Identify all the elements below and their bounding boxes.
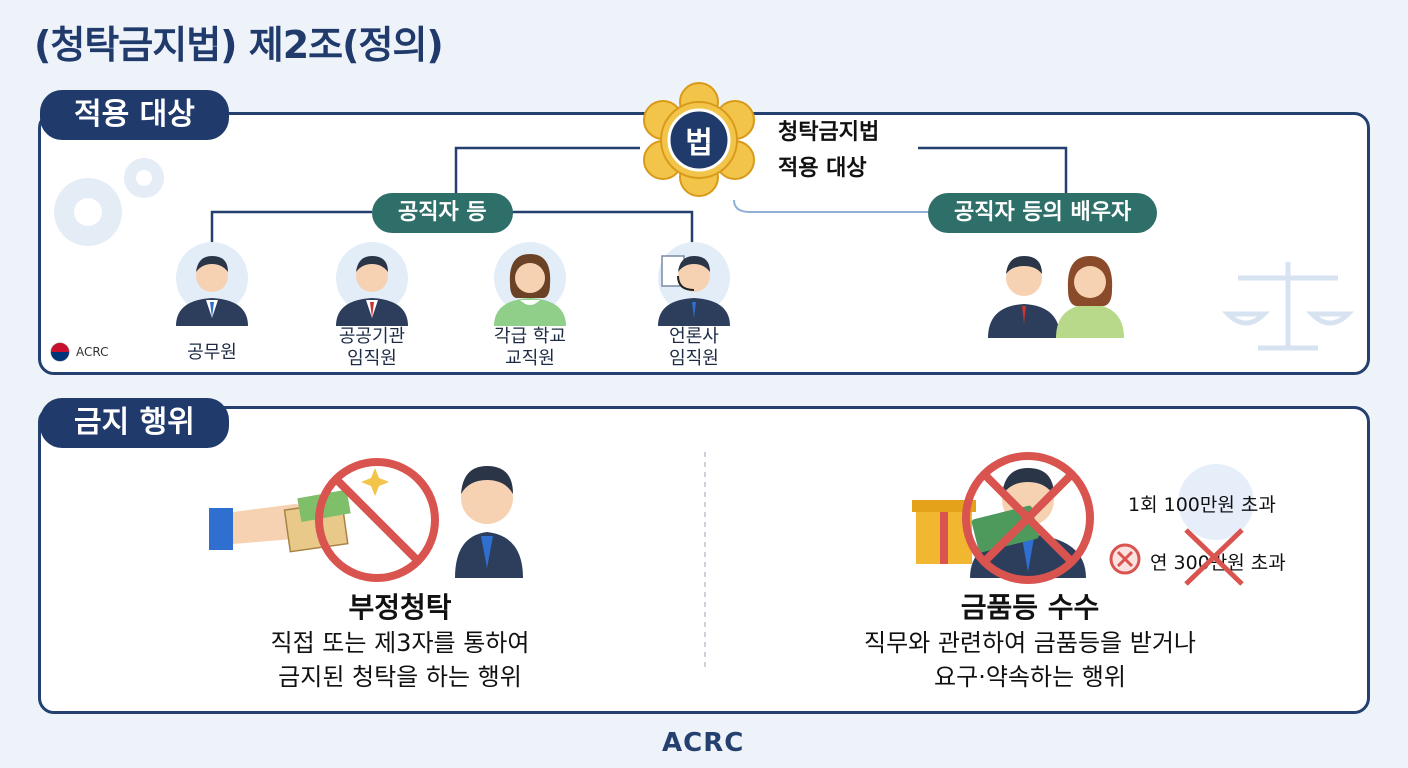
person-label-4b: 임직원 (669, 348, 719, 369)
prohibited-icon (1109, 543, 1141, 575)
center-label-line1: 청탁금지법 (778, 120, 880, 145)
avatar-icon (336, 242, 408, 326)
gift-receipt-illustration (912, 452, 1094, 584)
gift-receipt-heading: 금품등 수수 (960, 591, 1100, 624)
section-tab-prohibited: 금지 행위 (40, 398, 229, 448)
prohibited-panel (38, 406, 1370, 714)
section-tab-target: 적용 대상 (40, 90, 229, 140)
footer-logo: ACRC (662, 728, 745, 758)
cross-mark-icon (1184, 528, 1244, 586)
divider-line (704, 452, 706, 672)
person-label-4a: 언론사 (669, 326, 719, 347)
avatar-icon (494, 242, 566, 326)
solicitation-desc-line1: 직접 또는 제3자를 통하여 (270, 629, 530, 657)
group-officials-pill: 공직자 등 (372, 193, 513, 233)
gift-receipt-desc-line2: 요구·약속하는 행위 (934, 663, 1126, 691)
couple-icon (988, 256, 1124, 338)
group-spouse-pill: 공직자 등의 배우자 (928, 193, 1158, 233)
gear-icon (54, 158, 164, 246)
center-label-line2: 적용 대상 (778, 156, 867, 181)
page-title: (청탁금지법) 제2조(정의) (34, 23, 444, 67)
person-label-3a: 각급 학교 (494, 326, 566, 347)
limit-bubble (1178, 464, 1254, 540)
solicitation-desc-line2: 금지된 청탁을 하는 행위 (278, 663, 522, 691)
scales-icon (1221, 262, 1355, 351)
acrc-emblem-icon (50, 342, 70, 362)
person-label-1: 공무원 (187, 342, 237, 363)
person-label-3b: 교직원 (505, 348, 555, 369)
emblem-text: 법 (685, 126, 713, 161)
person-label-2b: 임직원 (347, 348, 397, 369)
limit-per-time: 1회 100만원 초과 (1128, 494, 1276, 516)
solicitation-heading: 부정청탁 (348, 591, 452, 624)
gift-receipt-desc-line1: 직무와 관련하여 금품등을 받거나 (863, 629, 1196, 657)
law-emblem-icon (643, 82, 755, 197)
corner-logo-text: ACRC (76, 345, 109, 359)
solicitation-illustration (209, 458, 523, 582)
avatar-icon (176, 242, 248, 326)
person-label-2a: 공공기관 (338, 326, 406, 347)
avatar-icon (658, 242, 730, 326)
